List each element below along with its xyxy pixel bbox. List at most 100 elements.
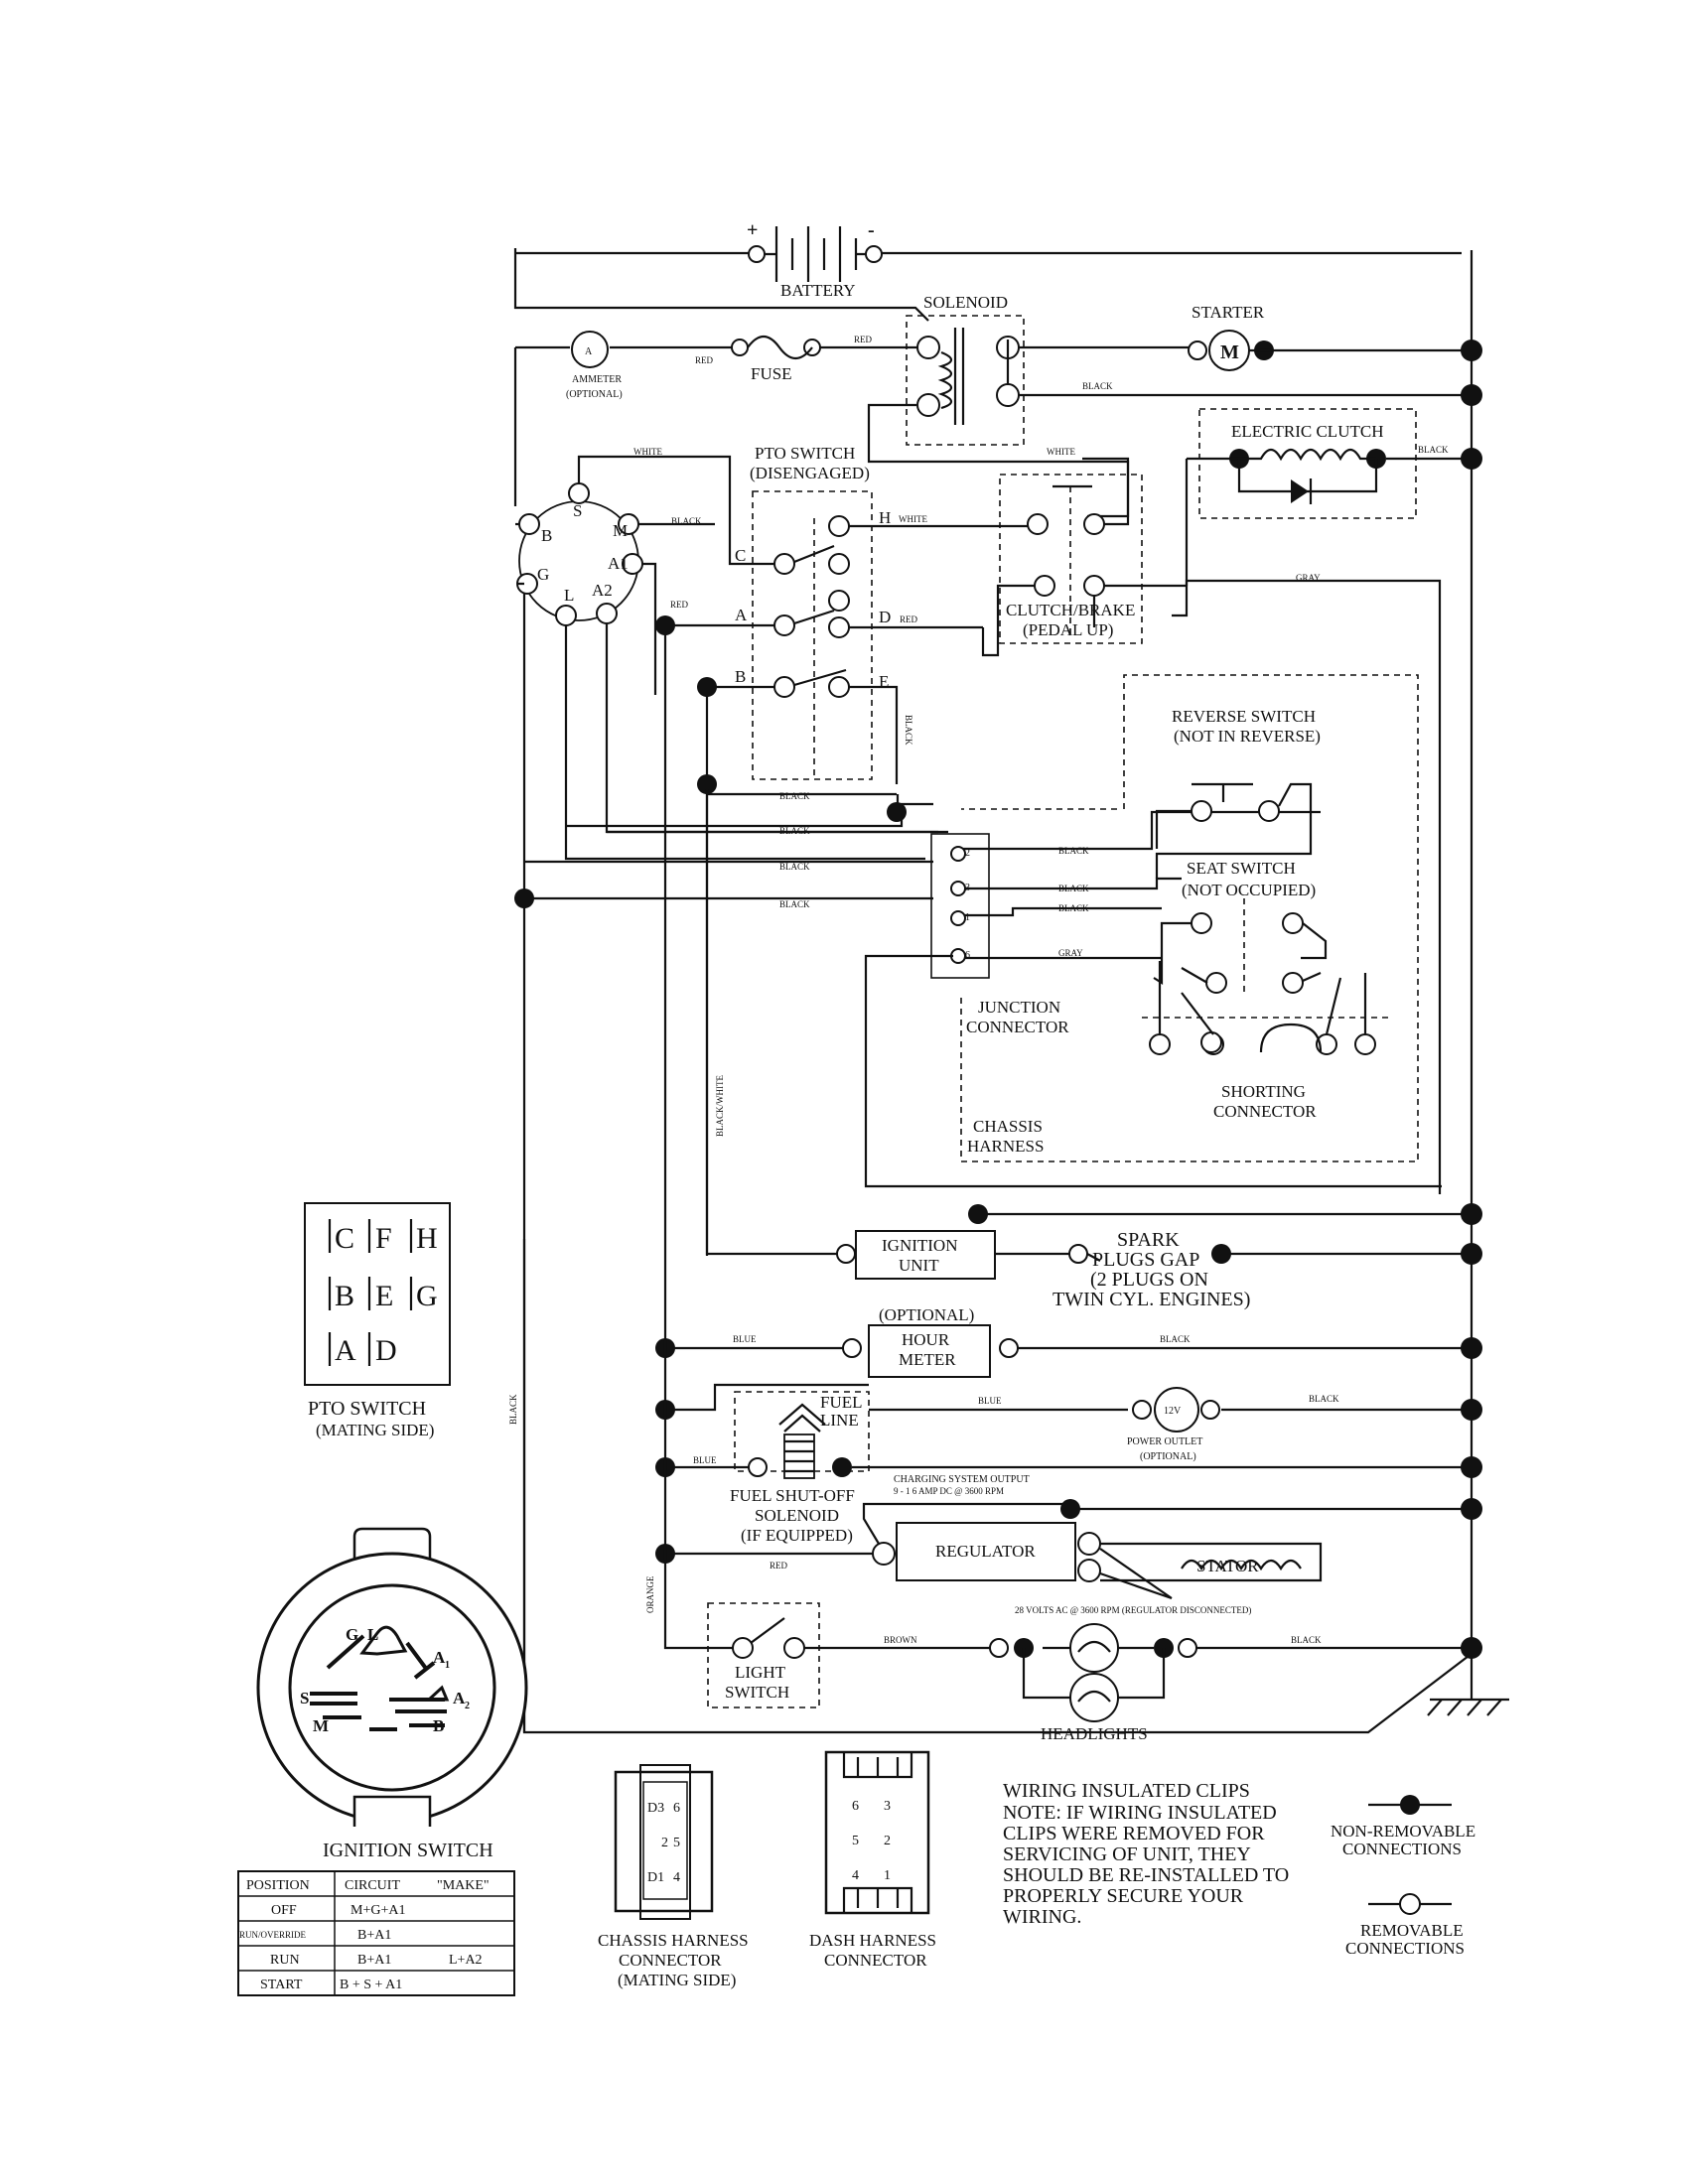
seat-switch-label: SEAT SWITCH [1187, 859, 1296, 878]
wire-label-white-s: WHITE [633, 447, 662, 457]
ign-face-m: M [313, 1716, 329, 1735]
ign-face-a2-sub: 2 [465, 1701, 470, 1711]
spark-label-2: PLUGS GAP [1092, 1249, 1199, 1271]
hour-meter-label-2: METER [899, 1350, 956, 1369]
wire-label-black-hour: BLACK [1160, 1334, 1191, 1344]
dash-conn-pin-1: 1 [884, 1868, 891, 1883]
junction-connector: 2 3 1 6 JUNCTION CONNECTOR [864, 833, 1442, 1188]
ign-table-row2-circuit: B+A1 [357, 1928, 391, 1943]
ignition-switch-terminals: S M B A1 G L A2 WHITE BLACK [515, 447, 938, 1732]
dash-conn-pin-5: 5 [852, 1834, 859, 1848]
wire-label-brown: BROWN [884, 1635, 917, 1645]
pto-terminal-a: A [735, 606, 748, 624]
spark-label-4: TWIN CYL. ENGINES) [1052, 1289, 1250, 1310]
fuel-line-label-2: LINE [820, 1411, 859, 1430]
pto-terminal-h: H [879, 508, 891, 527]
ign-terminal-b: B [541, 526, 552, 545]
wire-label-black-jc1: BLACK [1058, 903, 1089, 913]
regulator-label: REGULATOR [935, 1542, 1036, 1561]
wire-label-black-e: BLACK [904, 715, 913, 746]
wire-label-gray-clutch: GRAY [1296, 573, 1321, 583]
ignition-unit: IGNITION UNIT SPARK PLUGS GAP (2 PLUGS O… [836, 1203, 1482, 1310]
regulator-stator: CHARGING SYSTEM OUTPUT 9 - 1 6 AMP DC @ … [655, 1474, 1482, 1615]
clutch-brake-state-label: (PEDAL UP) [1023, 620, 1113, 639]
ign-terminal-a2: A2 [592, 581, 613, 600]
notes-heading: WIRING INSULATED CLIPS [1003, 1780, 1250, 1802]
ignition-switch-face: G L A 1 S A 2 M B IGNITION SWITCH [256, 1527, 528, 1861]
clutch-brake-label: CLUTCH/BRAKE [1006, 601, 1135, 619]
wire-label-gray-jc6: GRAY [1058, 948, 1083, 958]
wire-label-black-lights: BLACK [1291, 1635, 1322, 1645]
wire-label-blue-fuel: BLUE [693, 1455, 717, 1465]
pto-pin-c: C [335, 1222, 354, 1255]
spark-label-1: SPARK [1117, 1229, 1180, 1251]
fuel-solenoid-label-1: FUEL SHUT-OFF [730, 1486, 855, 1505]
pto-switch-mating-side: C F H B E G A D PTO SWITCH (MATING SIDE) [304, 1202, 451, 1439]
legend-non-removable-1: NON-REMOVABLE [1331, 1822, 1475, 1841]
hour-meter-optional-label: (OPTIONAL) [879, 1305, 974, 1324]
chassis-conn-pin-6: 6 [673, 1801, 680, 1816]
pto-terminal-d: D [879, 608, 891, 626]
reverse-switch-state-label: (NOT IN REVERSE) [1174, 727, 1321, 746]
jc-pin-2: 2 [965, 848, 970, 859]
wire-label-black-outlet: BLACK [1309, 1394, 1339, 1404]
dash-conn-pin-6: 6 [852, 1799, 859, 1814]
jc-pin-1: 1 [965, 912, 970, 923]
wire-label-red: RED [695, 355, 714, 365]
ign-face-g: G [346, 1625, 358, 1644]
ign-face-l: L [367, 1625, 378, 1644]
battery-plus-sign: + [747, 219, 758, 241]
electric-clutch-label: ELECTRIC CLUTCH [1231, 422, 1383, 441]
chassis-harness: REVERSE SWITCH (NOT IN REVERSE) SEAT SWI… [960, 674, 1419, 1162]
chassis-conn-pin-d1: D1 [647, 1870, 664, 1885]
chassis-conn-pin-5: 5 [673, 1836, 680, 1850]
ign-face-a1-sub: 1 [445, 1660, 450, 1671]
chassis-conn-pin-4: 4 [673, 1870, 680, 1885]
pto-terminal-e: E [879, 672, 889, 691]
fuel-power: FUEL LINE BLUE BLACK BLUE 12V POWER OUTL… [655, 1383, 1482, 1545]
ign-table-row3-extra: L+A2 [449, 1953, 483, 1968]
dash-conn-title-1: DASH HARNESS [809, 1931, 936, 1950]
solenoid-coil-wire [867, 403, 1130, 518]
wire-label-black-m: BLACK [671, 516, 702, 526]
wire-label-red-2: RED [854, 335, 873, 344]
ign-terminal-g: G [537, 565, 549, 584]
legend-non-removable-2: CONNECTIONS [1342, 1840, 1462, 1858]
pto-pin-a: A [335, 1334, 356, 1367]
dash-conn-title-2: CONNECTOR [824, 1951, 927, 1970]
ign-face-b: B [433, 1716, 444, 1735]
ign-table-row3-circuit: B+A1 [357, 1953, 391, 1968]
light-switch-label-1: LIGHT [735, 1663, 786, 1682]
ammeter-symbol: A [585, 346, 593, 357]
dash-conn-pin-2: 2 [884, 1834, 891, 1848]
chassis-harness-connector: D3 6 2 5 D1 4 CHASSIS HARNESS CONNECTOR … [598, 1764, 749, 1989]
ign-table-row2-position: RUN/OVERRIDE [239, 1930, 307, 1940]
pto-pin-h: H [416, 1222, 438, 1255]
notes-line-2: CLIPS WERE REMOVED FOR [1003, 1823, 1265, 1844]
pto-switch: PTO SWITCH (DISENGAGED) C A B H D E WHIT… [655, 444, 1028, 784]
fuel-line-label-1: FUEL [820, 1393, 863, 1412]
legend: NON-REMOVABLE CONNECTIONS REMOVABLE CONN… [1331, 1795, 1475, 1958]
battery: + - BATTERY [747, 219, 883, 300]
seat-switch-state-label: (NOT OCCUPIED) [1182, 881, 1316, 899]
wire-label-black-bus1: BLACK [779, 791, 810, 801]
wire-label-orange: ORANGE [645, 1575, 655, 1613]
headlights-label: HEADLIGHTS [1041, 1724, 1148, 1743]
fuel-solenoid-label-2: SOLENOID [755, 1506, 839, 1525]
charging-output-label-1: CHARGING SYSTEM OUTPUT [894, 1474, 1030, 1485]
clutch-brake-switch: WHITE CLUTCH/BRAKE (PEDAL UP) GRAY [981, 447, 1442, 1194]
junction-connector-label-2: CONNECTOR [966, 1018, 1069, 1036]
wire-label-red-d: RED [900, 614, 918, 624]
power-outlet-label: POWER OUTLET [1127, 1436, 1202, 1447]
hour-meter-label-1: HOUR [902, 1330, 950, 1349]
ignition-unit-label-1: IGNITION [882, 1236, 957, 1255]
pto-switch-state-label: (DISENGAGED) [750, 464, 870, 482]
wire-label-black-bus2: BLACK [779, 826, 810, 836]
shorting-connector-label-1: SHORTING [1221, 1082, 1306, 1101]
ammeter-fuse: A AMMETER (OPTIONAL) RED FUSE RED [513, 331, 917, 506]
wire-label-red-reg: RED [770, 1561, 788, 1570]
pto-mating-subtitle: (MATING SIDE) [316, 1421, 434, 1439]
ammeter-label: AMMETER [572, 374, 622, 385]
ign-table-row4-position: START [260, 1978, 303, 1992]
